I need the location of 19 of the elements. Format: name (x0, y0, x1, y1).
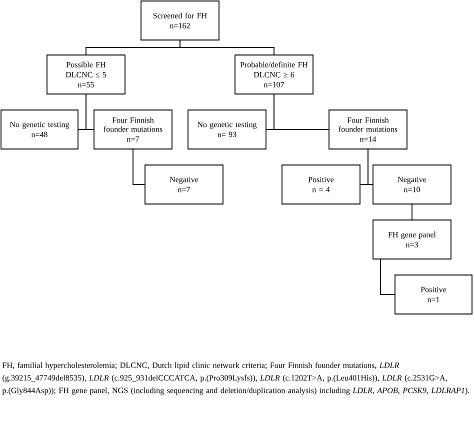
process-box: Negative n=7 (144, 164, 224, 204)
process-box: Possible FH DLCNC ≤ 5 n=55 (46, 54, 126, 94)
process-box: Probable/definite FH DLCNC ≥ 6 n=107 (234, 54, 314, 94)
connector-line (274, 94, 329, 130)
process-box: Screened for FH n=162 (140, 0, 220, 40)
process-box: Four Finnish founder mutations n=7 (94, 110, 172, 150)
process-box: No genetic testing n= 93 (188, 110, 266, 150)
connector-line (180, 40, 274, 55)
connector-line (368, 149, 373, 185)
process-box: Four Finnish founder mutations n=14 (328, 110, 408, 150)
connector-line (132, 149, 145, 185)
connector-line (86, 94, 94, 130)
process-box: No genetic testing n=48 (0, 110, 78, 150)
process-box: Positive n=1 (394, 274, 472, 314)
caption: FH, familial hypercholesterolemia; DLCNC, Dutch lipid clinic network criteria; Four Finnish founder mutations, LDLR (g.39215_47749del8535), LDLR (c.925_931delCCCATCA, p.(Pro309Lysfs)), LDLR (c.1202T>A, p.(Leu401His)), LDLR (c.2531G>A, p.(Gly844Asp)); FH gene panel, NGS (including sequencing and deletion/duplication analysis) including LDLR, APOB, PCSK9, LDLRAP1). (2, 362, 470, 395)
process-box: FH gene panel n=3 (372, 220, 452, 260)
process-box: Positive n = 4 (282, 164, 360, 204)
connector-line (380, 259, 395, 295)
process-box: Negative n=10 (372, 164, 452, 204)
